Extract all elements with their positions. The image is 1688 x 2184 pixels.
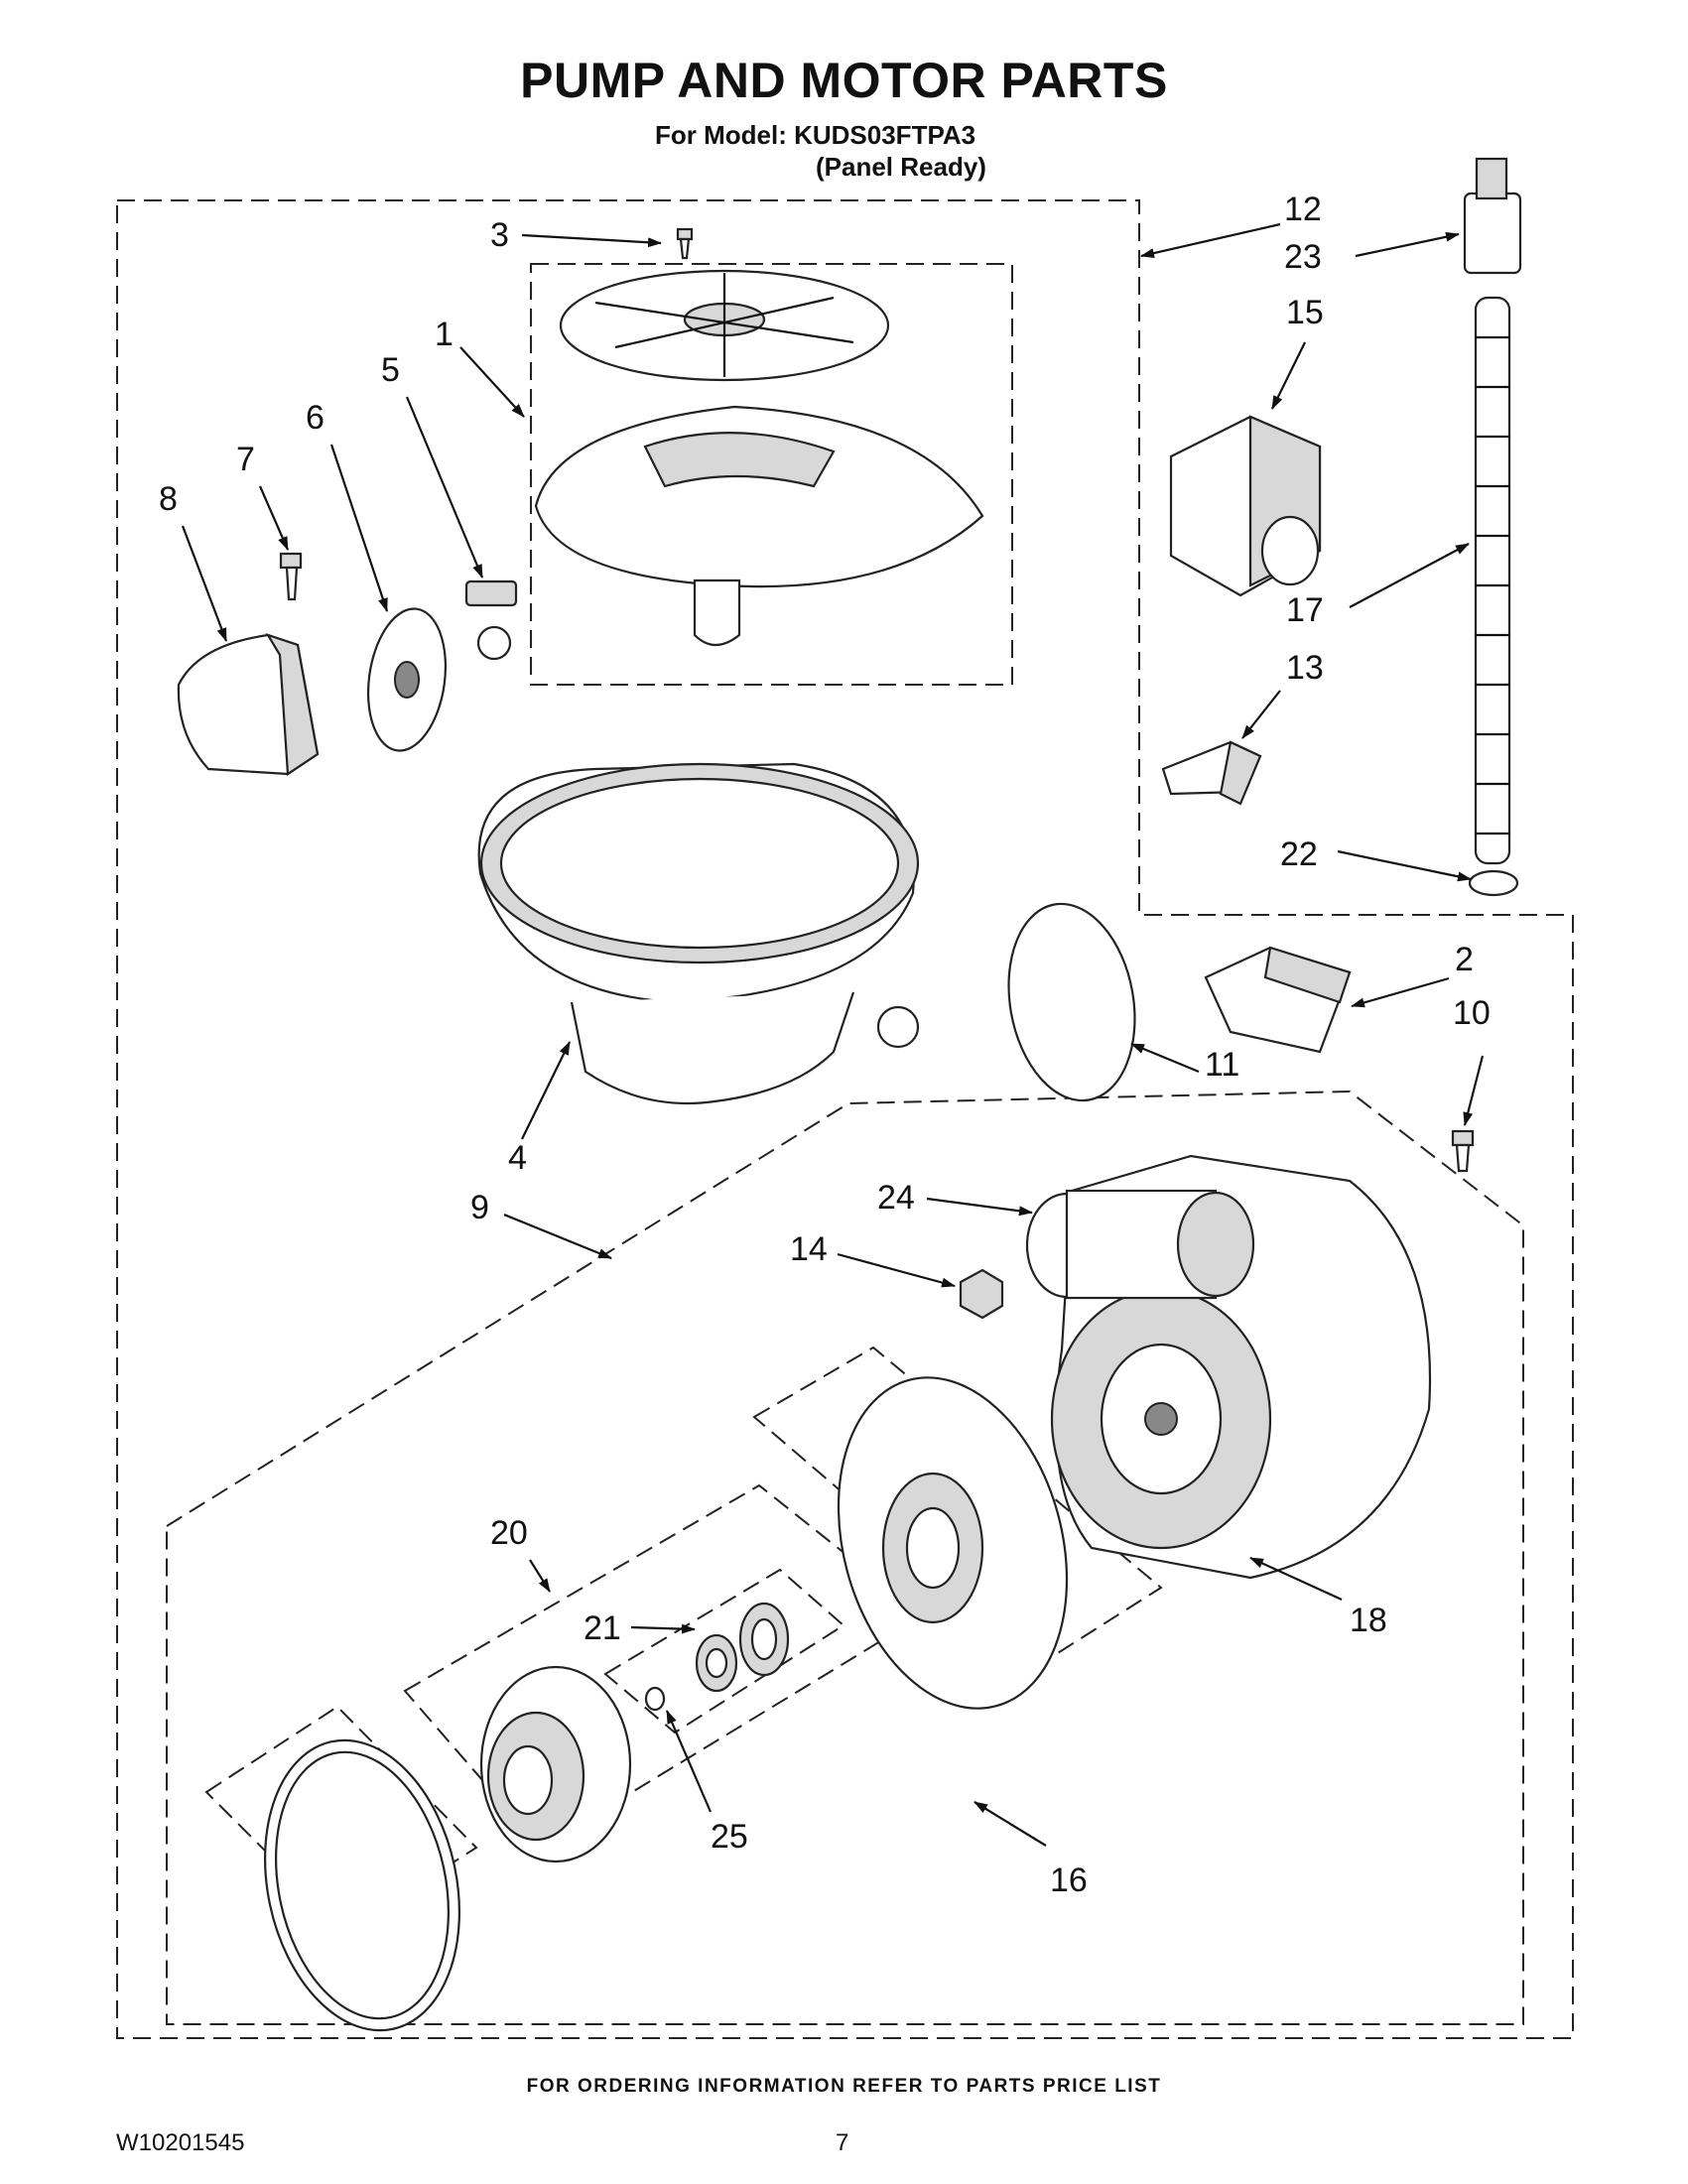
nut-part-14 <box>959 1268 1004 1320</box>
leader-lines <box>181 222 1485 1847</box>
callout-11: 11 <box>1205 1046 1239 1084</box>
sump-part-4 <box>477 762 920 1105</box>
callout-13: 13 <box>1286 649 1324 687</box>
callout-20: 20 <box>490 1514 528 1552</box>
callout-4: 4 <box>508 1139 527 1177</box>
bracket-part-13 <box>1161 740 1262 806</box>
spray-arm-base-part <box>534 405 984 647</box>
chopper-part-6 <box>366 607 448 752</box>
callout-17: 17 <box>1286 591 1324 629</box>
clamp-part-22 <box>1468 869 1519 897</box>
page-title: PUMP AND MOTOR PARTS <box>520 53 1168 108</box>
pump-housing-part <box>837 1376 1069 1710</box>
callout-12: 12 <box>1284 191 1322 228</box>
callout-6: 6 <box>306 399 325 437</box>
callout-23: 23 <box>1284 238 1322 276</box>
variant-line: (Panel Ready) <box>816 152 986 182</box>
screw-part-3 <box>676 227 694 260</box>
gasket-part-11 <box>1007 902 1136 1102</box>
callout-14: 14 <box>790 1230 828 1268</box>
callout-1: 1 <box>435 316 454 353</box>
assembly-boundary <box>116 199 1574 2039</box>
seal-part-21 <box>695 1602 790 1693</box>
screw-part-7 <box>279 552 303 601</box>
callout-25: 25 <box>711 1818 748 1856</box>
callout-9: 9 <box>470 1189 489 1226</box>
o-ring-inner <box>275 1750 450 2020</box>
cover-part-2 <box>1204 946 1352 1054</box>
sensor-part-15 <box>1169 415 1322 597</box>
callout-3: 3 <box>490 216 509 254</box>
pump-group-box <box>166 1090 1524 2025</box>
seal-group-box <box>603 1568 845 1734</box>
washer-part-25 <box>644 1686 666 1712</box>
callout-21: 21 <box>584 1609 621 1647</box>
callout-7: 7 <box>236 441 255 478</box>
callout-22: 22 <box>1280 835 1318 873</box>
clip-part-5 <box>464 579 518 661</box>
callout-8: 8 <box>159 480 178 518</box>
callout-24: 24 <box>877 1179 915 1217</box>
model-line: For Model: KUDS03FTPA3 <box>655 120 976 150</box>
page-number: 7 <box>836 2129 849 2156</box>
callout-15: 15 <box>1286 294 1324 331</box>
hose-part-17 <box>1474 296 1511 865</box>
cover-part-8 <box>177 633 320 776</box>
screw-part-10 <box>1451 1129 1475 1173</box>
callout-2: 2 <box>1455 941 1474 978</box>
ordering-note: FOR ORDERING INFORMATION REFER TO PARTS … <box>526 2076 1162 2097</box>
fitting-part-23 <box>1463 157 1522 275</box>
spray-arm-group-box <box>530 263 1013 686</box>
impeller-part-20 <box>479 1665 632 1863</box>
document-number: W10201545 <box>116 2129 245 2156</box>
callout-18: 18 <box>1350 1602 1387 1639</box>
callout-10: 10 <box>1453 994 1491 1032</box>
callout-5: 5 <box>381 351 400 389</box>
capacitor-part-24 <box>1025 1189 1255 1300</box>
spray-arm-top-part <box>559 269 890 382</box>
callout-16: 16 <box>1050 1862 1088 1899</box>
